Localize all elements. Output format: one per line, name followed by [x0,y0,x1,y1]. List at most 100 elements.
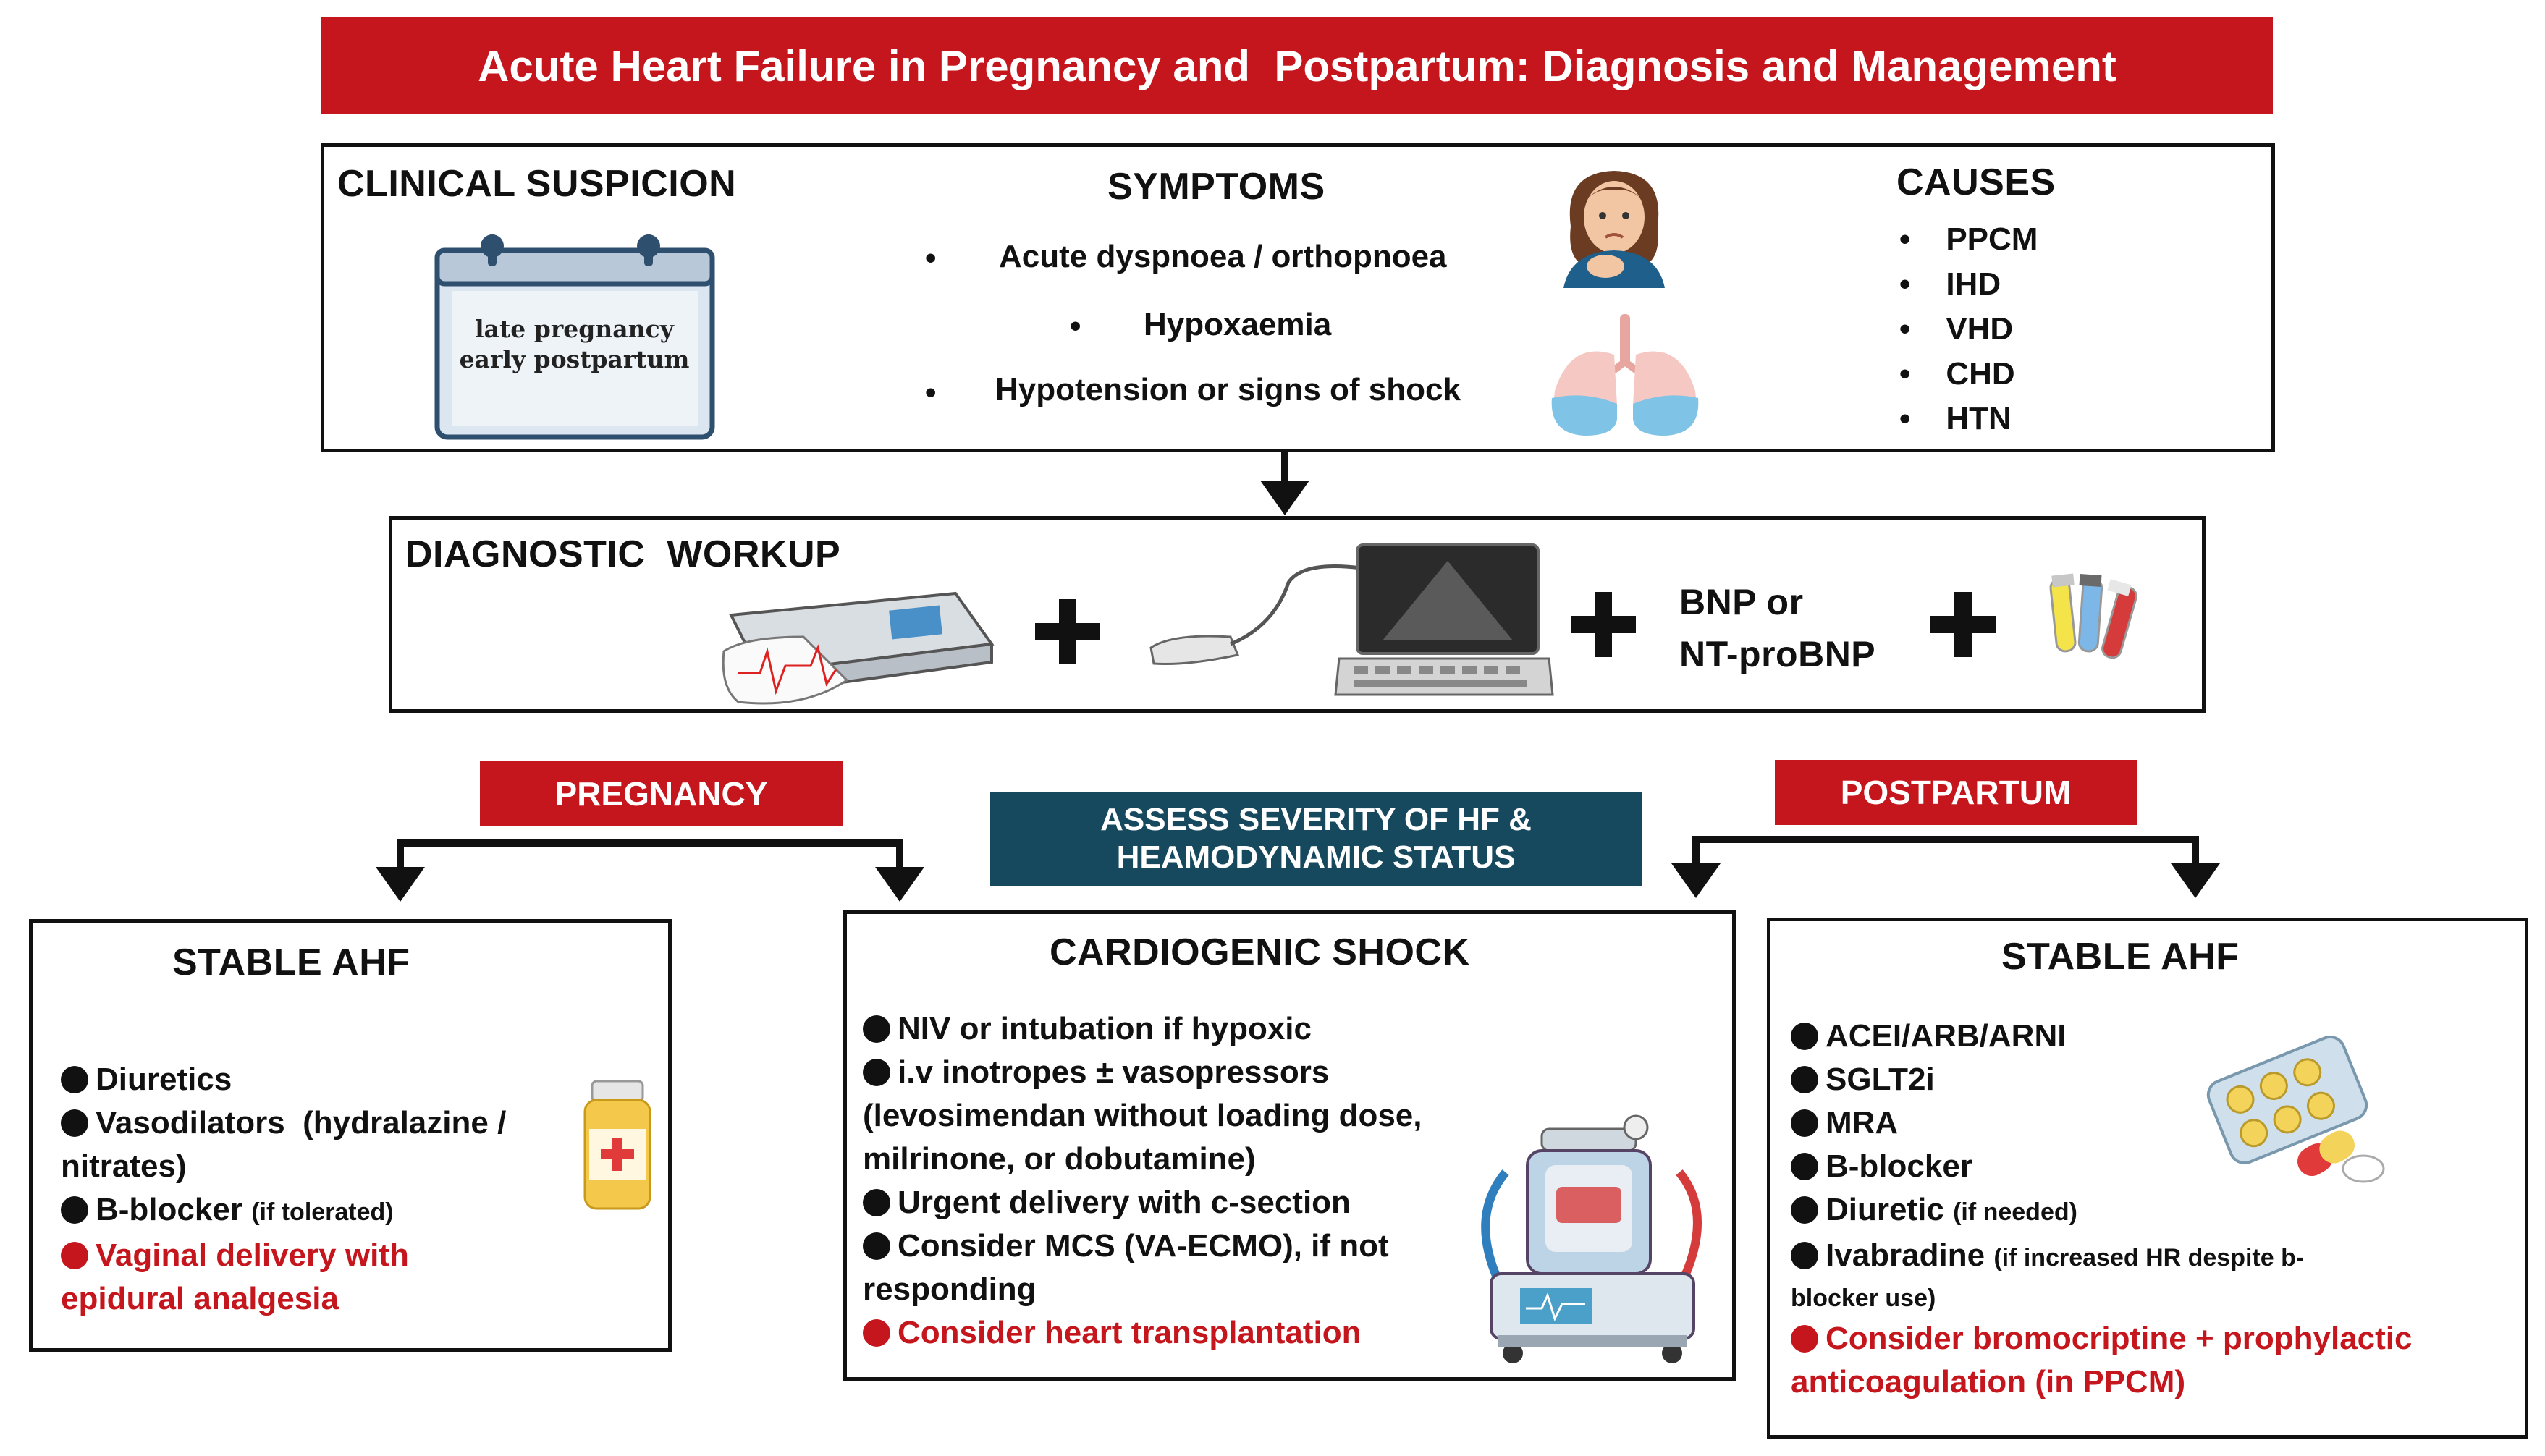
stable-right-item-4: B-blocker [1791,1145,2412,1188]
symptoms-heading: SYMPTOMS [1107,166,1325,208]
bullet-icon [863,1059,890,1086]
bullet-icon [1791,1196,1818,1224]
plus-icon-1 [1035,599,1100,664]
bullet-red-icon [1791,1325,1818,1353]
stable-right-item-6: Ivabradine (if increased HR despite b- [1791,1234,2412,1279]
stable-ahf-left-box [29,919,672,1352]
stable-left-item-1: Diuretics [61,1058,506,1101]
shock-item-4b: responding [863,1271,1037,1307]
symptom-dot-1: • [925,240,937,276]
bullet-icon [1791,1242,1818,1269]
stable-right-heading: STABLE AHF [2001,936,2240,978]
stable-left-item-2: Vasodilators (hydralazine / [61,1101,506,1145]
causes-list: • PPCM • IHD • VHD • CHD • HTN [1899,217,2038,441]
title-banner: Acute Heart Failure in Pregnancy and Pos… [321,17,2273,114]
shock-item-2b: (levosimendan without loading dose, [863,1098,1422,1133]
postpartum-left-shaft [1692,836,1700,865]
calendar-line2: early postpartum [459,345,690,373]
assess-line1: ASSESS SEVERITY OF HF & [1100,802,1532,838]
shock-heading: CARDIOGENIC SHOCK [1050,931,1470,973]
diagnostic-box [389,516,2206,713]
shock-item-2: i.v inotropes ± vasopressors [863,1051,1422,1094]
bnp-line1: BNP or [1679,582,1804,622]
symptom-item-1: Acute dyspnoea / orthopnoea [999,239,1447,274]
stable-right-item-5: Diuretic (if needed) [1791,1188,2412,1234]
bullet-icon [863,1015,890,1043]
bullet-icon [1791,1153,1818,1180]
bnp-line2: NT-proBNP [1679,634,1876,674]
plus-icon-2 [1571,592,1636,657]
pregnancy-branch-line [397,839,903,847]
diagnostic-heading: DIAGNOSTIC WORKUP [405,533,841,575]
pregnancy-right-shaft [896,839,903,868]
bullet-red-icon [61,1242,88,1269]
arrow-head-diagnostic [1260,481,1309,515]
pregnancy-label: PREGNANCY [554,775,768,813]
bullet-icon [1791,1023,1818,1050]
calendar-icon: late pregnancy early postpartum [431,230,717,441]
postpartum-branch-line [1692,836,2199,843]
postpartum-right-arrowhead [2171,863,2220,898]
arrow-shaft-diagnostic [1281,452,1288,485]
shock-list: NIV or intubation if hypoxic i.v inotrop… [863,1007,1422,1355]
postpartum-left-arrowhead [1671,863,1721,898]
bullet-icon [1791,1066,1818,1093]
stable-right-item-7b: anticoagulation (in PPCM) [1791,1364,2186,1400]
bullet-red-icon [863,1319,890,1347]
stable-ahf-right-box [1767,918,2528,1439]
symptom-dot-3: • [925,375,937,410]
stable-left-item-4: Vaginal delivery with [61,1234,506,1277]
stable-right-item-6b: blocker use) [1791,1284,1936,1312]
cause-item-5: • HTN [1899,401,2012,436]
stable-left-item-3: B-blocker (if tolerated) [61,1188,506,1234]
assess-line2: HEAMODYNAMIC STATUS [1116,839,1516,875]
medicine-bottle-icon [579,1078,655,1212]
test-tubes-icon [2045,572,2146,673]
pregnancy-banner: PREGNANCY [480,761,843,826]
stable-left-list: Diuretics Vasodilators (hydralazine / ni… [61,1058,506,1321]
pills-icon [2200,1028,2389,1187]
symptom-dot-2: • [1070,308,1081,344]
bullet-icon [61,1109,88,1137]
bullet-icon [61,1066,88,1093]
plus-icon-3 [1930,592,1996,657]
stable-right-item-1: ACEI/ARB/ARNI [1791,1015,2412,1058]
bullet-icon [61,1196,88,1224]
page-title: Acute Heart Failure in Pregnancy and Pos… [478,41,2116,90]
symptom-item-2: Hypoxaemia [1144,307,1332,342]
shock-item-1: NIV or intubation if hypoxic [863,1007,1422,1051]
postpartum-label: POSTPARTUM [1840,774,2072,811]
cause-item-4: • CHD [1899,356,2015,391]
stable-right-item-7: Consider bromocriptine + prophylactic [1791,1317,2412,1360]
ecmo-machine-icon [1462,1114,1723,1368]
stable-left-item-4b: epidural analgesia [61,1281,339,1316]
stable-left-item-2b: nitrates) [61,1148,187,1184]
pregnancy-left-shaft [397,839,404,868]
stable-right-item-2: SGLT2i [1791,1058,2412,1101]
clinical-suspicion-heading: CLINICAL SUSPICION [337,163,737,205]
calendar-text: late pregnancy early postpartum [431,314,717,375]
shock-item-4: Consider MCS (VA-ECMO), if not [863,1224,1422,1268]
shock-item-3: Urgent delivery with c-section [863,1181,1422,1224]
pregnancy-right-arrowhead [875,867,924,902]
cause-item-2: • IHD [1899,266,2001,302]
ultrasound-icon [1144,539,1556,702]
stable-right-list: ACEI/ARB/ARNI SGLT2i MRA B-blocker Diure… [1791,1015,2412,1404]
cause-item-3: • VHD [1899,311,2014,347]
assess-severity-box: ASSESS SEVERITY OF HF & HEAMODYNAMIC STA… [990,792,1642,886]
bnp-text: BNP or NT-proBNP [1679,576,1875,680]
symptom-item-3: Hypotension or signs of shock [995,372,1461,407]
ecg-machine-icon [717,564,999,709]
calendar-line1: late pregnancy [475,315,674,343]
postpartum-right-shaft [2192,836,2199,865]
stable-left-heading: STABLE AHF [172,941,410,983]
pregnancy-left-arrowhead [376,867,425,902]
cause-item-1: • PPCM [1899,221,2038,257]
shock-item-2c: milrinone, or dobutamine) [863,1141,1256,1177]
causes-heading: CAUSES [1896,161,2056,203]
bullet-icon [1791,1109,1818,1137]
woman-dyspnoea-icon [1542,158,1687,288]
lungs-icon [1542,311,1708,441]
bullet-icon [863,1232,890,1260]
postpartum-banner: POSTPARTUM [1775,760,2137,825]
